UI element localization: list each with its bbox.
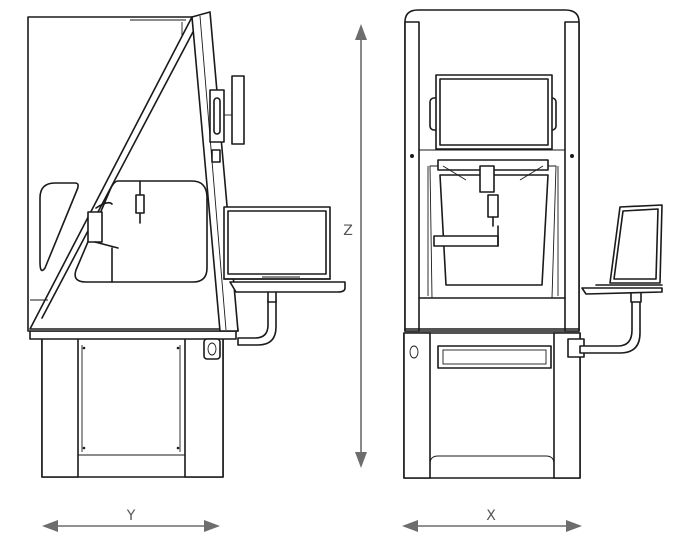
front-view (403, 9, 663, 479)
z-dimension-arrow (355, 24, 367, 468)
front-view-laptop-arm (579, 204, 663, 354)
side-view-laptop-arm (223, 206, 346, 346)
y-axis-label: Y (126, 508, 136, 524)
front-view-stand (403, 332, 585, 479)
x-axis-label: X (486, 508, 496, 524)
front-view-enclosure (404, 9, 580, 332)
z-axis-label: Z (343, 223, 353, 239)
front-view-monitor (429, 74, 557, 150)
x-dimension-arrow (402, 520, 582, 532)
side-view-monitor (209, 75, 245, 163)
side-view (27, 11, 346, 478)
y-dimension-arrow (42, 520, 220, 532)
side-view-stand (29, 330, 237, 478)
side-view-enclosure (27, 11, 239, 332)
